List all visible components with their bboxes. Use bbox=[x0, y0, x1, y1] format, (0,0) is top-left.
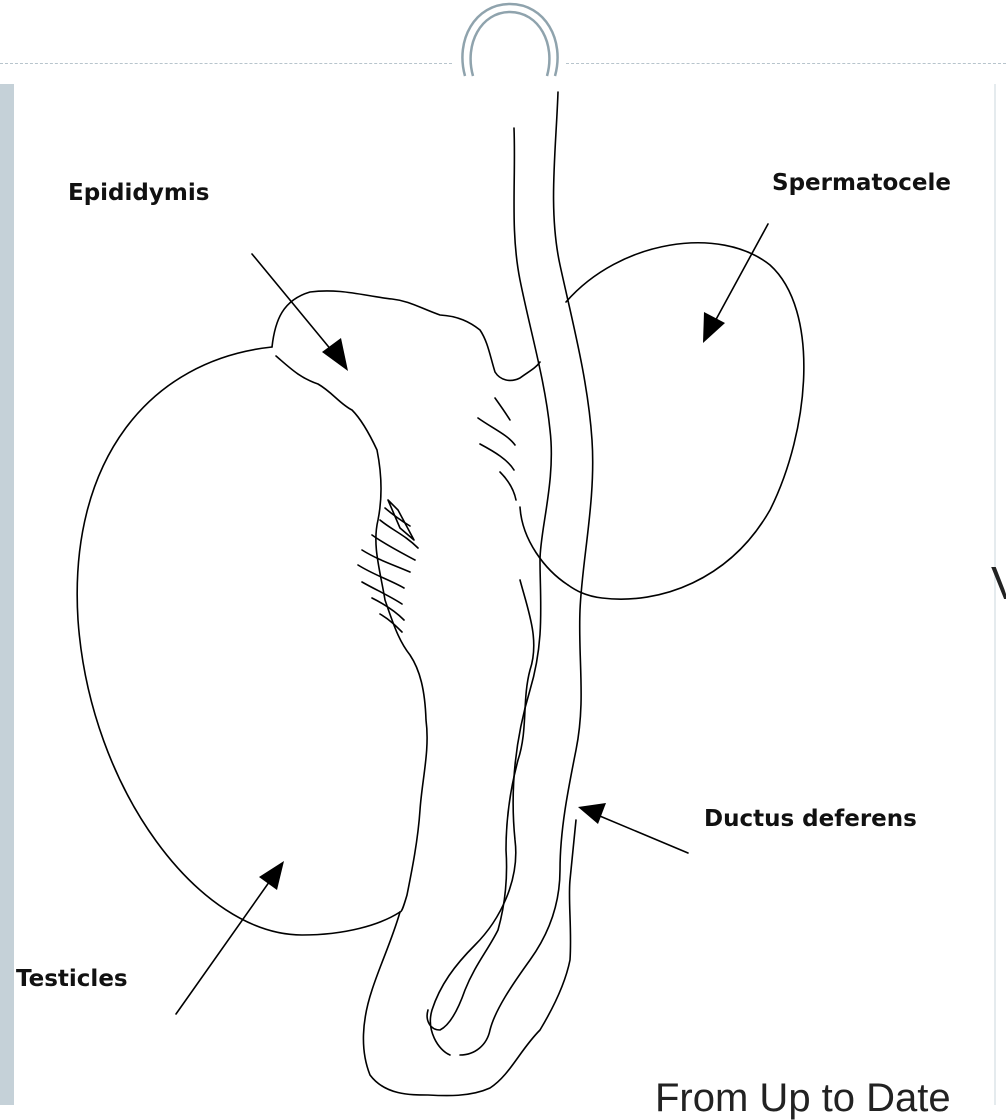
label-spermatocele: Spermatocele bbox=[772, 170, 951, 196]
spermatocele-outline bbox=[566, 243, 804, 599]
ductus-deferens-left bbox=[430, 128, 551, 1055]
arrow-spermatocele bbox=[703, 224, 768, 343]
testicle-outline bbox=[77, 347, 400, 935]
slide-caption: From Up to Date bbox=[655, 1078, 951, 1118]
label-epididymis: Epididymis bbox=[68, 180, 209, 206]
epididymis-inner-edge bbox=[276, 356, 427, 912]
arrow-ductus-deferens bbox=[578, 803, 688, 853]
label-testicles: Testicles bbox=[16, 966, 128, 992]
epididymis-tubules bbox=[358, 398, 516, 632]
ductus-deferens-right bbox=[460, 92, 593, 1055]
label-ductus-deferens: Ductus deferens bbox=[704, 806, 917, 832]
epididymis-tail-inner bbox=[427, 580, 534, 1030]
partial-slide-text: V bbox=[991, 560, 1006, 606]
epididymis-outline bbox=[272, 291, 540, 381]
arrow-epididymis bbox=[252, 254, 348, 371]
